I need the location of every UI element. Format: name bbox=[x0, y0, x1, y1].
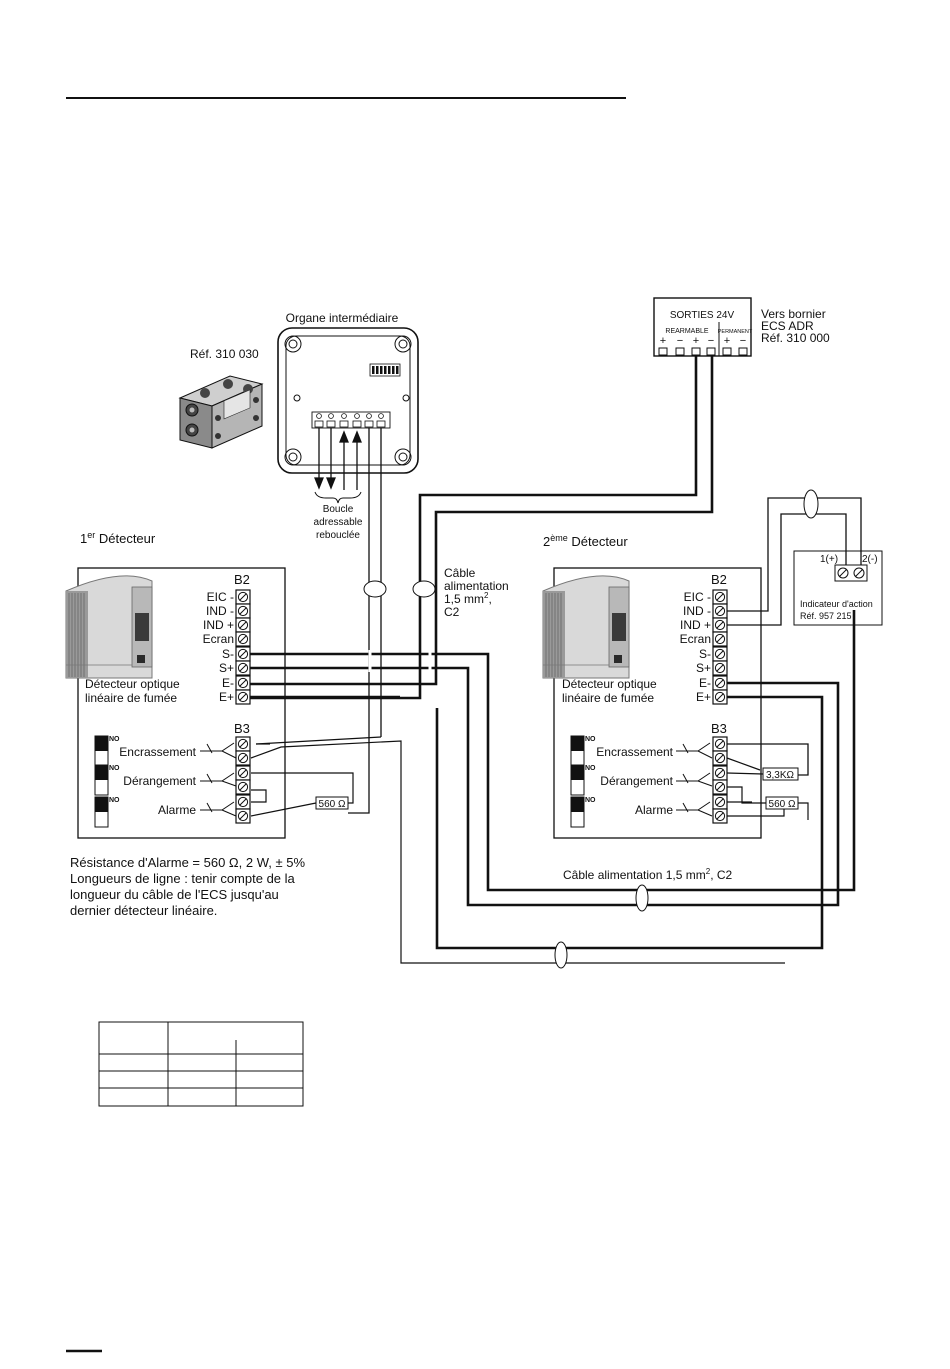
note-line-3: longueur du câble de l'ECS jusqu'au bbox=[70, 887, 279, 902]
boucle-arrows bbox=[314, 428, 362, 490]
detector2-illustration bbox=[542, 575, 630, 679]
empty-table bbox=[98, 1021, 304, 1107]
d1-ind-plus: IND + bbox=[203, 618, 234, 632]
d1-ecran: Ecran bbox=[203, 632, 234, 646]
cable-breaks bbox=[368, 650, 432, 672]
cable-markers bbox=[363, 489, 819, 969]
d1-no-2: NO bbox=[109, 765, 120, 772]
notes-block: Résistance d'Alarme = 560 Ω, 2 W, ± 5% L… bbox=[70, 855, 340, 919]
boucle-brace bbox=[314, 491, 362, 504]
r560-d1-label: 560 Ω bbox=[319, 799, 346, 810]
d1-e-plus: E+ bbox=[219, 690, 234, 704]
detector1-title: 1er Détecteur bbox=[80, 530, 156, 546]
sorties-sign-1: + bbox=[660, 335, 666, 347]
indicateur-label-1: Indicateur d'action bbox=[800, 599, 873, 609]
detector2-relay-contacts bbox=[676, 742, 713, 817]
d2-no-1: NO bbox=[585, 736, 596, 743]
cable1-line1: Câble bbox=[444, 566, 476, 580]
d2-derangement: Dérangement bbox=[600, 774, 673, 788]
sorties-sign-4: − bbox=[708, 335, 714, 347]
d2-alarme: Alarme bbox=[635, 803, 673, 817]
detector1-frame bbox=[77, 567, 286, 839]
detector1-b3-terminals bbox=[235, 736, 251, 824]
d2-no-2: NO bbox=[585, 765, 596, 772]
cable1-line3: 1,5 mm2, bbox=[444, 591, 492, 606]
sorties-sign-2: − bbox=[677, 335, 683, 347]
detector2-caption-1: Détecteur optique bbox=[562, 677, 657, 691]
sorties-rearmable: REARMABLE bbox=[665, 328, 709, 335]
detector2-switch-alarme bbox=[570, 796, 585, 828]
cable2-label: Câble alimentation 1,5 mm2, C2 bbox=[563, 867, 733, 882]
d1-s-plus: S+ bbox=[219, 661, 234, 675]
detector1-b2-terminals bbox=[235, 589, 251, 705]
r33k-label: 3,3KΩ bbox=[766, 770, 795, 781]
d1-no-1: NO bbox=[109, 736, 120, 743]
note-line-1: Résistance d'Alarme = 560 Ω, 2 W, ± 5% bbox=[70, 855, 306, 870]
sorties-sign-5: + bbox=[724, 335, 730, 347]
detector2-caption-2: linéaire de fumée bbox=[562, 691, 654, 705]
d2-e-plus: E+ bbox=[696, 690, 711, 704]
d2-ind-plus: IND + bbox=[680, 618, 711, 632]
note-line-4: dernier détecteur linéaire. bbox=[70, 903, 218, 918]
d2-e-minus: E- bbox=[699, 676, 711, 690]
d1-eic: EIC - bbox=[207, 590, 234, 604]
detector1-illustration bbox=[65, 575, 153, 679]
d2-ind-minus: IND - bbox=[683, 604, 711, 618]
d1-alarme: Alarme bbox=[158, 803, 196, 817]
r560-d2-label: 560 Ω bbox=[769, 799, 796, 810]
boucle-label-2: adressable bbox=[314, 517, 363, 528]
d2-no-3: NO bbox=[585, 797, 596, 804]
sorties-permanent: PERMANENT bbox=[718, 329, 753, 335]
sorties-24v-block bbox=[653, 297, 752, 357]
d1-s-minus: S- bbox=[222, 647, 234, 661]
detector2-switch-derangement bbox=[570, 764, 585, 796]
organe-3d-box bbox=[178, 375, 264, 449]
boucle-label-1: Boucle bbox=[323, 504, 354, 515]
d2-encrassement: Encrassement bbox=[596, 745, 673, 759]
detector1-switch-derangement bbox=[94, 764, 109, 796]
organe-title: Organe intermédiaire bbox=[286, 311, 399, 325]
detector2-b3-label: B3 bbox=[711, 721, 727, 736]
detector1-b3-label: B3 bbox=[234, 721, 250, 736]
d2-s-minus: S- bbox=[699, 647, 711, 661]
d1-no-3: NO bbox=[109, 797, 120, 804]
detector2-b2-label: B2 bbox=[711, 572, 727, 587]
detector1-switch-encrassement bbox=[94, 735, 109, 767]
detector2-switch-encrassement bbox=[570, 735, 585, 767]
vers-bornier-3: Réf. 310 000 bbox=[761, 331, 830, 345]
indicateur-t2: 2(-) bbox=[862, 554, 878, 565]
vers-bornier-1: Vers bornier bbox=[761, 307, 826, 321]
wiring bbox=[250, 356, 862, 964]
d1-derangement: Dérangement bbox=[123, 774, 196, 788]
indicateur-t1: 1(+) bbox=[820, 554, 838, 565]
detector1-switch-alarme bbox=[94, 796, 109, 828]
d2-ecran: Ecran bbox=[680, 632, 711, 646]
sorties-title: SORTIES 24V bbox=[670, 310, 735, 321]
detector2-b3-terminals bbox=[712, 736, 728, 824]
cable1-line2: alimentation bbox=[444, 579, 509, 593]
sorties-sign-6: − bbox=[740, 335, 746, 347]
d1-ind-minus: IND - bbox=[206, 604, 234, 618]
detector2-title: 2ème Détecteur bbox=[543, 533, 628, 549]
vers-bornier-2: ECS ADR bbox=[761, 319, 814, 333]
detector1-relay-contacts bbox=[200, 742, 237, 817]
d2-eic: EIC - bbox=[684, 590, 711, 604]
indicateur-label-2: Réf. 957 215 bbox=[800, 611, 852, 621]
note-line-2: Longueurs de ligne : tenir compte de la bbox=[70, 871, 295, 886]
detector2-frame bbox=[553, 567, 762, 839]
organe-intermediaire bbox=[277, 327, 419, 474]
sorties-sign-3: + bbox=[693, 335, 699, 347]
detector2-b2-terminals bbox=[712, 589, 728, 705]
d1-encrassement: Encrassement bbox=[119, 745, 196, 759]
detector1-b2-label: B2 bbox=[234, 572, 250, 587]
indicateur-action bbox=[793, 550, 883, 626]
d1-e-minus: E- bbox=[222, 676, 234, 690]
cable1-line4: C2 bbox=[444, 605, 460, 619]
detector1-caption-2: linéaire de fumée bbox=[85, 691, 177, 705]
detector1-caption-1: Détecteur optique bbox=[85, 677, 180, 691]
organe-ref: Réf. 310 030 bbox=[190, 347, 259, 361]
d2-s-plus: S+ bbox=[696, 661, 711, 675]
boucle-label-3: rebouclée bbox=[316, 530, 360, 541]
